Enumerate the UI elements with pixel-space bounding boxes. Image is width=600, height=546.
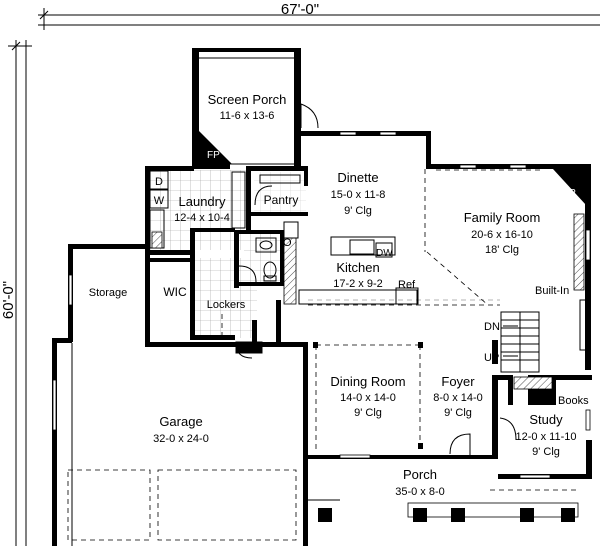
screen-porch-size: 11-6 x 13-6 — [220, 110, 275, 122]
books-label: Books — [558, 395, 589, 407]
overall-width-label: 67'-0" — [281, 1, 319, 18]
oven-label: O — [283, 237, 292, 249]
porch-name: Porch — [403, 467, 437, 482]
dining-room-ceiling: 9' Clg — [354, 407, 382, 419]
overall-depth-label: 60'-0" — [0, 281, 17, 319]
windows — [52, 131, 591, 479]
powder-tile-floor — [244, 232, 284, 282]
laundry-details: D W — [149, 170, 246, 249]
stairs: DN UP — [484, 311, 540, 373]
screen-porch-name: Screen Porch — [208, 92, 287, 107]
laundry-tile-floor — [150, 170, 246, 250]
overall-width-dimension: 67'-0" — [38, 1, 600, 30]
powder-room — [238, 237, 277, 283]
dinette-ceiling: 9' Clg — [344, 205, 372, 217]
garage-name: Garage — [159, 414, 202, 429]
garage-details — [67, 314, 297, 546]
dining-room-size: 14-0 x 14-0 — [340, 392, 396, 404]
foyer-name: Foyer — [441, 374, 475, 389]
family-room-ceiling: 18' Clg — [485, 244, 519, 256]
washer-label: W — [154, 195, 165, 207]
kitchen-details: O Ref DW — [283, 221, 419, 305]
porch-size: 35-0 x 8-0 — [395, 486, 445, 498]
dining-room-details — [313, 342, 471, 455]
pantry-tile-floor — [254, 172, 306, 216]
family-room-name: Family Room — [464, 210, 541, 225]
laundry-size: 12-4 x 10-4 — [174, 212, 230, 224]
stair-up-label: UP — [484, 352, 499, 364]
dryer-label: D — [155, 176, 163, 188]
refrigerator-label: Ref — [398, 279, 416, 291]
dining-room-name: Dining Room — [330, 374, 405, 389]
screen-porch-structure — [192, 48, 319, 169]
wic-name: WIC — [163, 285, 187, 299]
study-ceiling: 9' Clg — [532, 446, 560, 458]
screen-porch-fireplace — [199, 131, 232, 164]
dishwasher-label: DW — [376, 248, 393, 259]
kitchen-size: 17-2 x 9-2 — [333, 278, 383, 290]
pantry-details — [254, 174, 301, 206]
family-fp-label: FP — [563, 188, 576, 199]
overall-depth-dimension: 60'-0" — [0, 40, 32, 546]
foyer-ceiling: 9' Clg — [444, 407, 472, 419]
screen-porch-fp-label: FP — [207, 150, 220, 161]
family-room-details — [308, 169, 586, 306]
laundry-name: Laundry — [179, 194, 226, 209]
study-size: 12-0 x 11-10 — [516, 431, 577, 443]
study-name: Study — [529, 412, 563, 427]
interior-walls — [150, 166, 592, 405]
dinette-name: Dinette — [337, 170, 378, 185]
family-room-size: 20-6 x 16-10 — [471, 229, 533, 241]
stair-down-label: DN — [484, 321, 500, 333]
exterior-walls — [52, 131, 592, 546]
pantry-name: Pantry — [264, 193, 299, 207]
lockers-name: Lockers — [207, 299, 246, 311]
kitchen-name: Kitchen — [336, 260, 379, 275]
garage-size: 32-0 x 24-0 — [153, 433, 209, 445]
foyer-size: 8-0 x 14-0 — [433, 392, 483, 404]
study-details — [499, 299, 587, 441]
storage-name: Storage — [89, 287, 128, 299]
built-in-label: Built-In — [535, 285, 569, 297]
dinette-size: 15-0 x 11-8 — [331, 189, 386, 201]
room-labels: Screen Porch 11-6 x 13-6 FP Dinette 15-0… — [89, 92, 589, 498]
family-fireplace — [553, 169, 586, 205]
porch-details — [308, 489, 579, 522]
